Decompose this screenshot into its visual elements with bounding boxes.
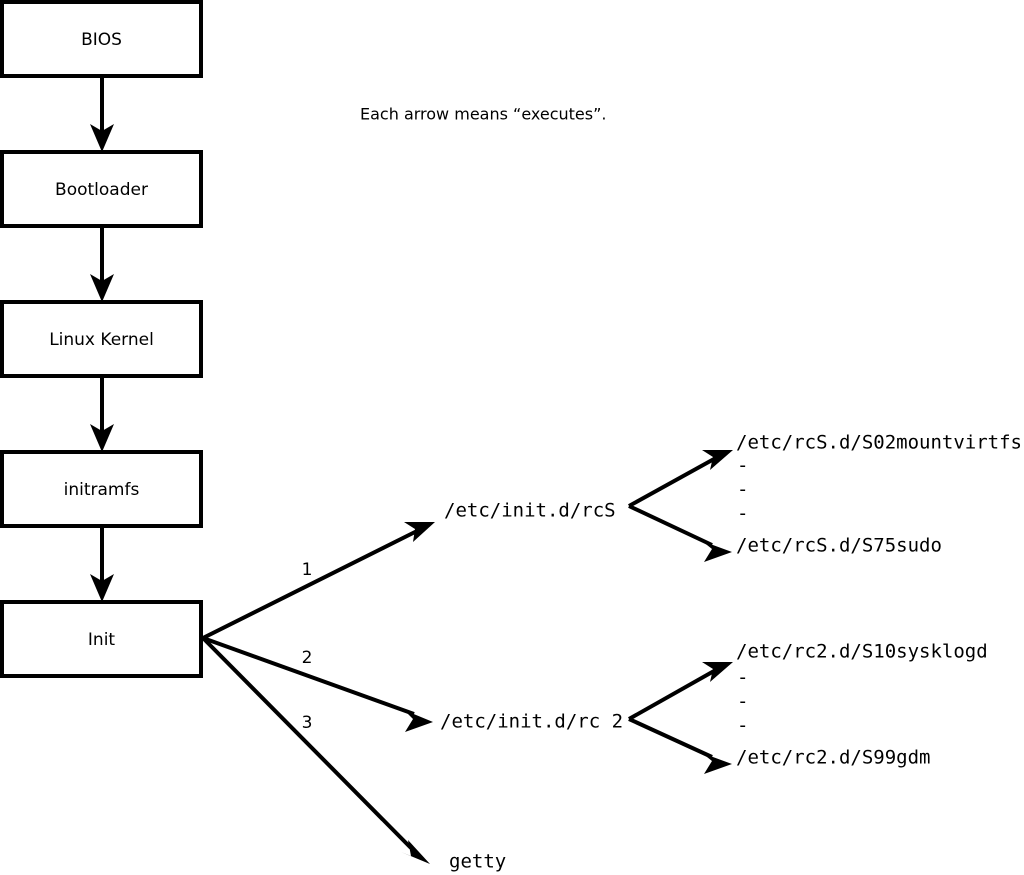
rcs-script-label: /etc/init.d/rcS [444,500,616,522]
arrow-initramfs-to-init [90,526,114,602]
node-init[interactable]: Init [0,600,203,678]
node-bios[interactable]: BIOS [0,0,203,78]
rcsd-last-script-label: /etc/rcS.d/S75sudo [736,535,942,557]
node-linux-kernel[interactable]: Linux Kernel [0,300,203,378]
arrow-bios-to-bootloader [90,76,114,152]
init-box-outline [0,600,203,678]
init-label: Init [88,630,116,650]
arrow-bootloader-to-kernel [90,226,114,302]
arrow-init-to-getty [201,636,430,864]
node-initramfs[interactable]: initramfs [0,450,203,528]
node-bootloader[interactable]: Bootloader [0,150,203,228]
edge-number-3: 3 [302,713,313,733]
arrow-init-to-rc2 [202,636,433,732]
bios-box-outline [0,0,203,78]
rc2d-first-script-label: /etc/rc2.d/S10sysklogd [736,641,988,663]
edge-number-1: 1 [302,560,313,580]
rc2d-last-script-label: /etc/rc2.d/S99gdm [736,747,930,769]
arrow-rcs-to-first-script [628,450,733,508]
arrow-rc2-to-first-script [628,662,733,721]
edge-number-2: 2 [302,648,313,668]
rc2-script-label: /etc/init.d/rc 2 [440,711,623,733]
rc2d-ellipsis-dash-3: - [737,715,748,737]
arrow-kernel-to-initramfs [90,376,114,452]
arrow-rc2-to-last-script [628,717,732,774]
getty-label: getty [449,851,506,873]
bios-label: BIOS [81,30,122,50]
rcsd-ellipsis-dash-1: - [737,455,748,477]
bootloader-label: Bootloader [55,180,148,200]
diagram-caption: Each arrow means “executes”. [360,105,606,124]
rc2d-ellipsis-dash-1: - [737,667,748,689]
rcsd-ellipsis-dash-2: - [737,479,748,501]
initramfs-label: initramfs [64,480,140,500]
arrow-rcs-to-last-script [628,504,732,562]
arrow-init-to-rcs [202,522,435,640]
rcsd-first-script-label: /etc/rcS.d/S02mountvirtfs [736,432,1022,454]
kernel-label: Linux Kernel [49,330,154,350]
rc2d-ellipsis-dash-2: - [737,691,748,713]
rcsd-ellipsis-dash-3: - [737,503,748,525]
initramfs-box-outline [0,450,203,528]
